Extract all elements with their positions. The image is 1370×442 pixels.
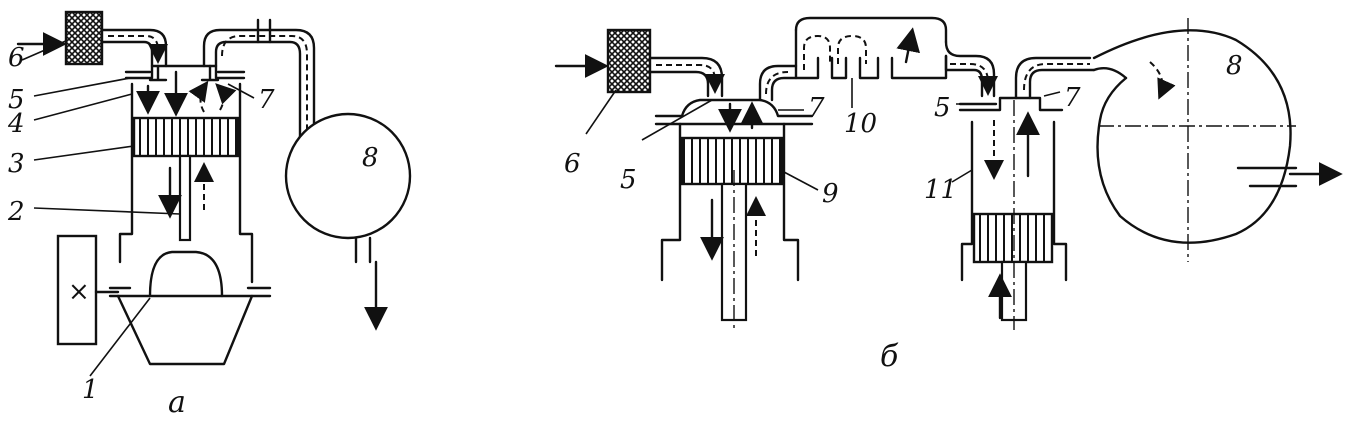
label-4-a: 4 — [7, 109, 25, 139]
label-11-b: 11 — [924, 175, 957, 205]
cylinder-wall-left-a — [118, 82, 134, 264]
label-8-b: 8 — [1226, 51, 1243, 81]
label-1-a: 1 — [82, 375, 99, 405]
air-filter-b — [606, 28, 652, 94]
cylinder-head-9 — [654, 98, 814, 118]
label-7-a: 7 — [258, 85, 275, 115]
connecting-rod-a — [178, 154, 192, 242]
piston-11 — [972, 212, 1054, 264]
exhaust-valve-a — [200, 64, 220, 82]
piston-a — [132, 116, 240, 158]
label-9-b: 9 — [822, 179, 839, 209]
driven-unit-symbol: × — [68, 277, 90, 307]
label-10-b: 10 — [844, 109, 877, 139]
air-filter-a — [64, 10, 104, 66]
exhaust-receiver-a — [284, 112, 412, 240]
crankcase-a — [116, 294, 254, 366]
label-5-a: 5 — [8, 85, 25, 115]
label-7-b-left: 7 — [808, 93, 825, 123]
cylinder-11-wall-right — [1052, 120, 1068, 282]
cylinder-head-a — [124, 64, 246, 80]
caption-a: а — [168, 385, 186, 420]
label-2-a: 2 — [7, 197, 25, 227]
diagram-b: 6 5 7 9 10 5 7 11 8 б — [554, 16, 1343, 374]
crank-a — [148, 250, 224, 298]
label-8-a: 8 — [362, 143, 379, 173]
label-6-b: 6 — [564, 149, 581, 179]
cylinder-11-wall-left — [960, 120, 974, 282]
air-receiver-10 — [794, 16, 948, 44]
intake-pipe-b — [648, 56, 724, 98]
label-5-b-right: 5 — [934, 93, 951, 123]
label-6-a: 6 — [8, 43, 25, 73]
driven-unit-box-a — [56, 234, 98, 346]
turbine-8 — [1092, 29, 1292, 244]
intake-valve-a — [148, 64, 168, 82]
label-7-b-right: 7 — [1064, 83, 1081, 113]
cylinder-9-wall-right — [782, 122, 800, 282]
transfer-pipe-b — [758, 64, 798, 102]
cylinder-9-wall-left — [660, 122, 682, 282]
caption-b: б — [880, 339, 899, 374]
piston-9 — [680, 136, 784, 186]
label-3-a: 3 — [8, 149, 25, 179]
exhaust-pipe-b — [1014, 56, 1092, 100]
cylinder-head-11 — [958, 96, 1064, 112]
label-5-b-left: 5 — [620, 165, 637, 195]
cylinder-wall-right-a — [238, 82, 254, 284]
diagram-a: × 6 5 4 3 2 1 7 8 а — [7, 10, 412, 420]
